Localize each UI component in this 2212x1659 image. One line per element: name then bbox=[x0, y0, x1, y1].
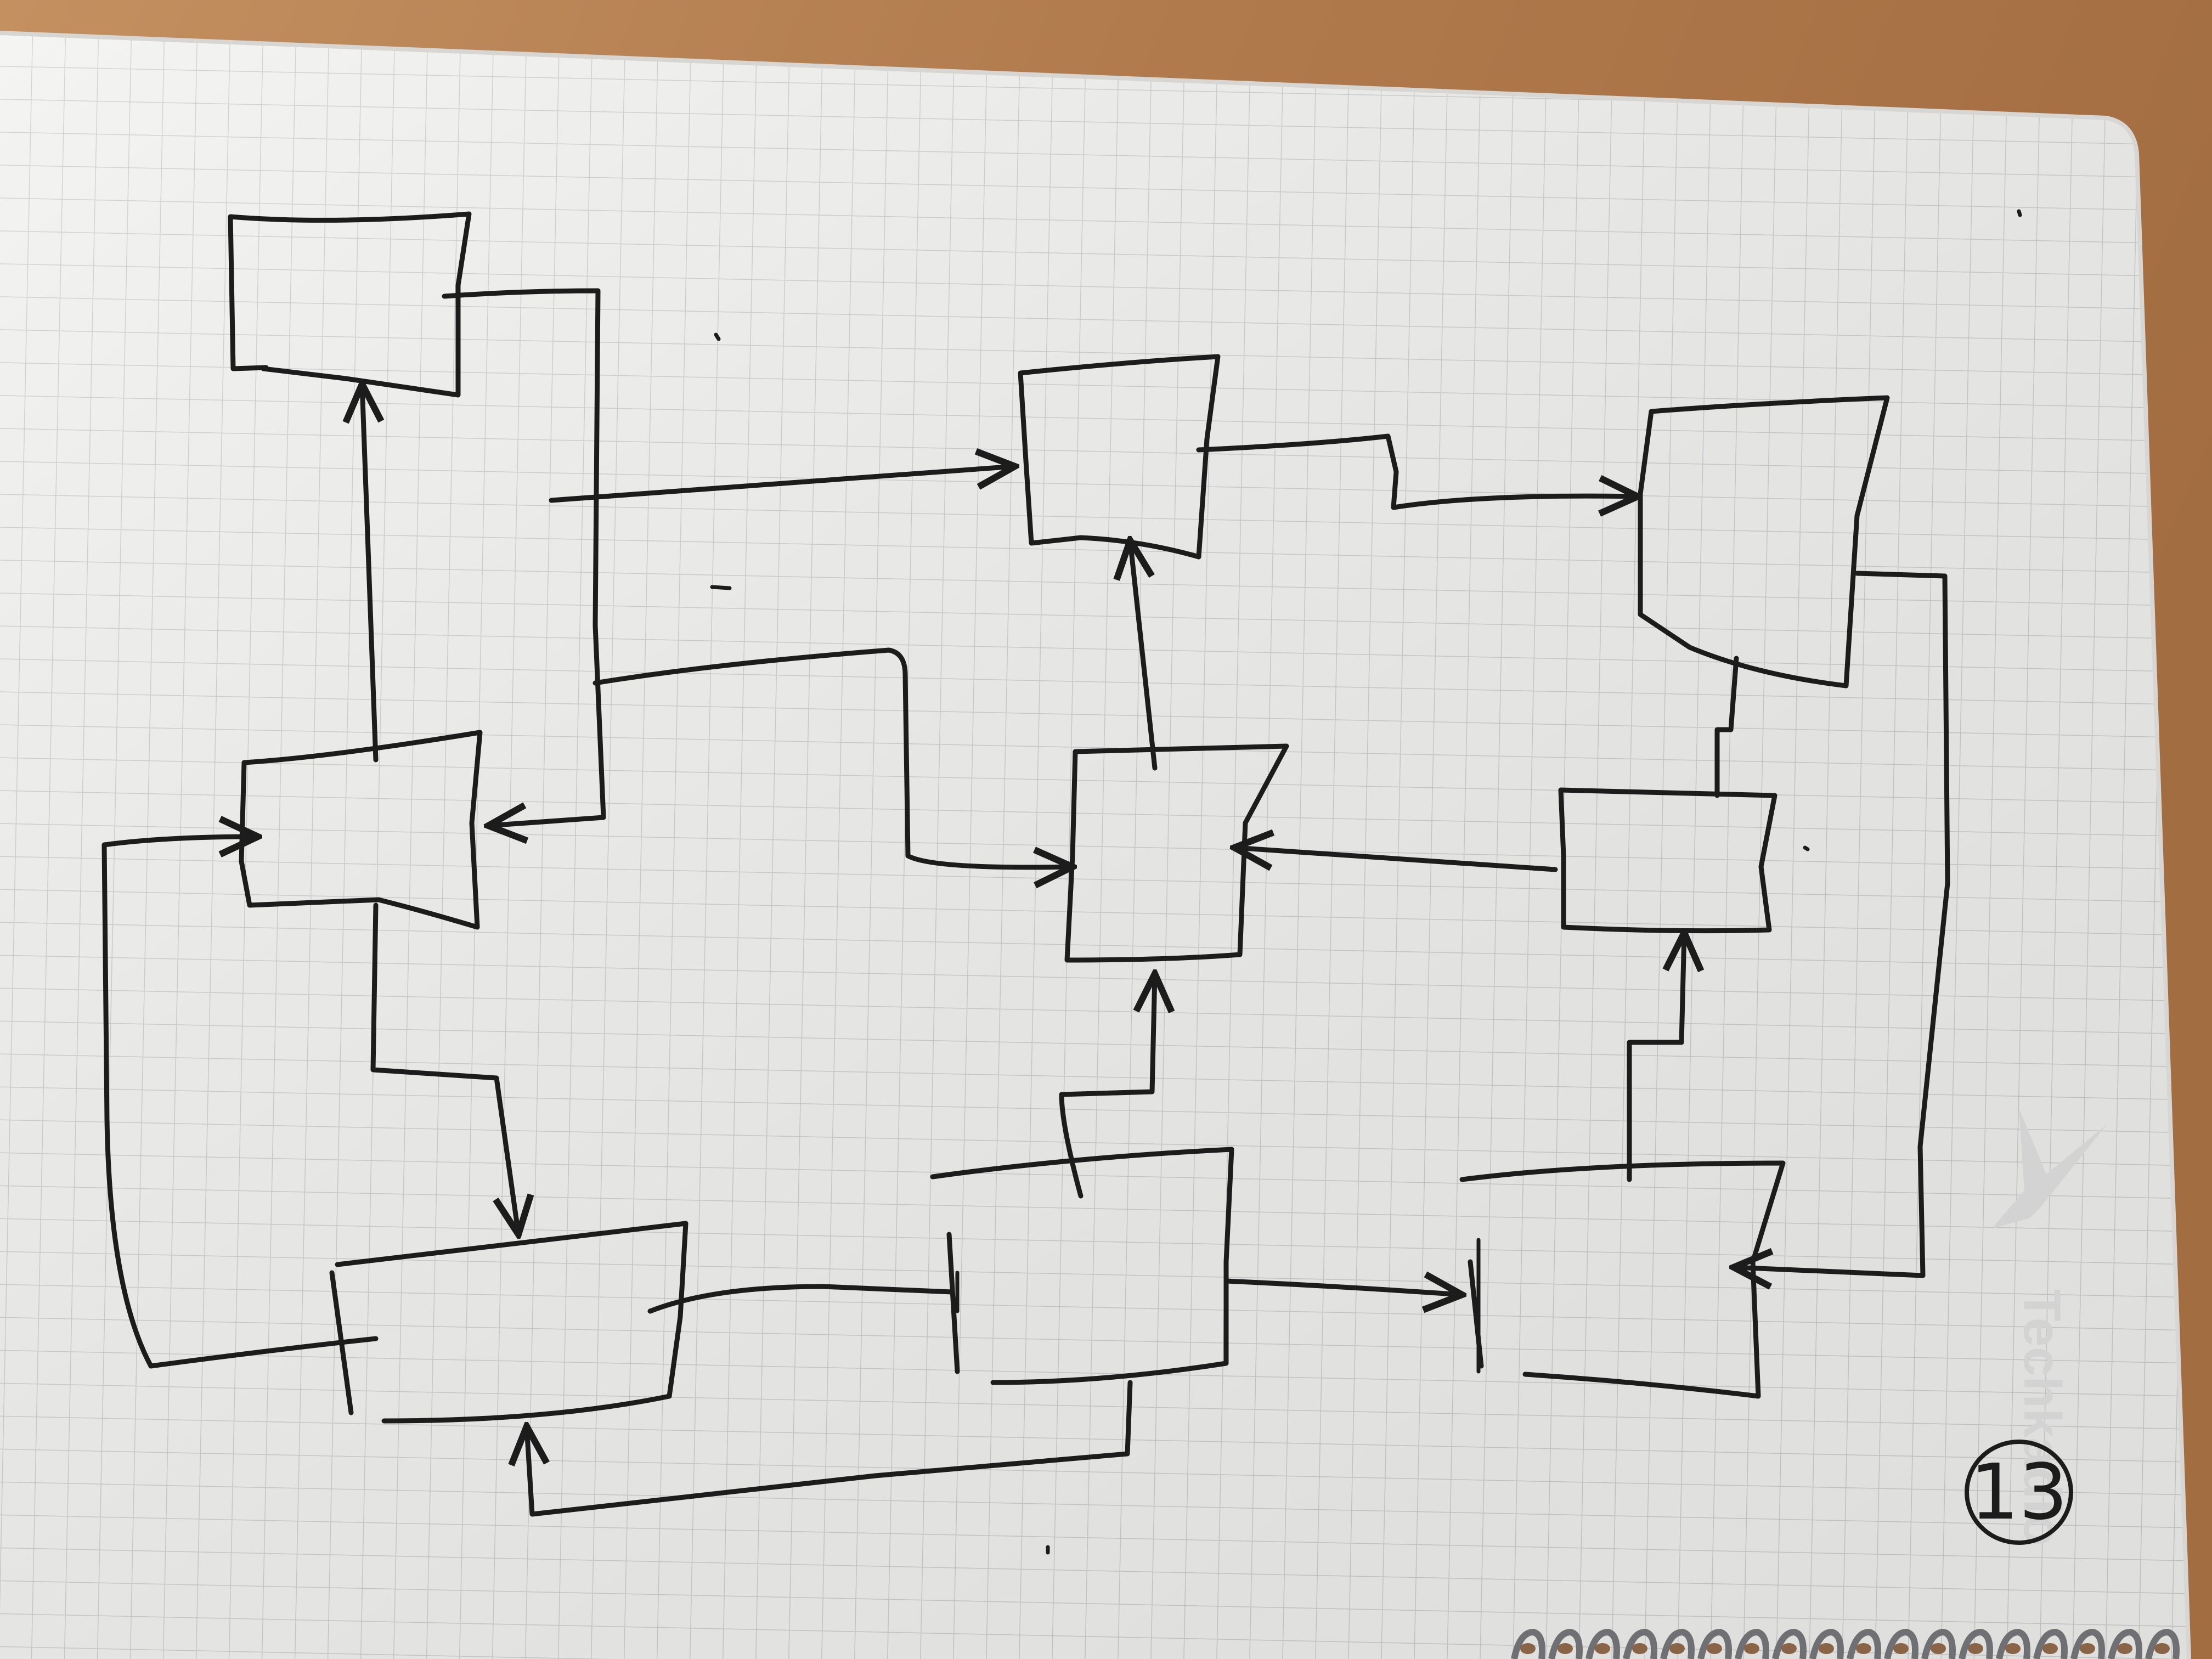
tick-mark bbox=[955, 854, 1566, 1374]
spiral-coil bbox=[1921, 1628, 1956, 1659]
spiral-coil bbox=[1585, 1628, 1620, 1659]
spiral-coil bbox=[1847, 1628, 1881, 1659]
stray-mark bbox=[710, 209, 2022, 1555]
box-top-right bbox=[1638, 395, 1890, 689]
box-bottom-center bbox=[930, 1147, 1234, 1385]
spiral-coil bbox=[2070, 1628, 2105, 1659]
flowchart bbox=[101, 209, 2022, 1555]
connector-15 bbox=[370, 902, 518, 1234]
spiral-coil bbox=[2145, 1628, 2180, 1659]
spiral-hole bbox=[1520, 1643, 1536, 1654]
spiral-coil bbox=[2108, 1628, 2142, 1659]
connector-1 bbox=[362, 384, 376, 763]
connector-8 bbox=[1714, 656, 1739, 798]
connector-9 bbox=[1734, 571, 1950, 1276]
page-number: 13 bbox=[1965, 1440, 2073, 1545]
spiral-hole bbox=[2117, 1643, 2132, 1654]
spiral-hole bbox=[1744, 1643, 1759, 1654]
box-top-center bbox=[1018, 354, 1221, 560]
spiral-coil bbox=[1959, 1628, 1993, 1659]
spiral-coil bbox=[1809, 1628, 1844, 1659]
spiral-hole bbox=[1781, 1643, 1797, 1654]
spiral-coil bbox=[1772, 1628, 1807, 1659]
spiral-coil bbox=[1548, 1628, 1583, 1659]
spiral-coil bbox=[1697, 1628, 1732, 1659]
connector-7 bbox=[1234, 848, 1558, 872]
spiral-coil bbox=[1623, 1628, 1657, 1659]
connector-12 bbox=[1223, 1281, 1462, 1295]
spiral-hole bbox=[1968, 1643, 1983, 1654]
box-mid-center bbox=[1064, 743, 1289, 963]
connector-10 bbox=[1059, 974, 1155, 1199]
spiral-coil bbox=[1660, 1628, 1695, 1659]
spiral-hole bbox=[1707, 1643, 1722, 1654]
watermark: Techkadio bbox=[1991, 1108, 2107, 1546]
spiral-coil bbox=[1884, 1628, 1918, 1659]
spiral-hole bbox=[2042, 1643, 2058, 1654]
bird-logo-icon bbox=[1991, 1108, 2107, 1229]
connector-11 bbox=[1627, 933, 1684, 1182]
spiral-coil bbox=[1996, 1628, 2030, 1659]
spiral-hole bbox=[1931, 1643, 1946, 1654]
paper-sheet bbox=[0, 31, 2191, 1659]
spiral-hole bbox=[2154, 1643, 2170, 1654]
connector-5 bbox=[1130, 540, 1158, 771]
connector-6 bbox=[1196, 433, 1638, 507]
connector-2 bbox=[442, 288, 606, 826]
box-mid-right bbox=[1558, 787, 1778, 934]
connector-14 bbox=[527, 1380, 1133, 1517]
connector-13 bbox=[647, 1284, 955, 1314]
spiral-coil bbox=[2033, 1628, 2068, 1659]
spiral-binding bbox=[1511, 1628, 2180, 1659]
connector-16 bbox=[101, 837, 379, 1369]
spiral-hole bbox=[1632, 1643, 1647, 1654]
spiral-hole bbox=[1669, 1643, 1685, 1654]
spiral-hole bbox=[1558, 1643, 1573, 1654]
spiral-hole bbox=[2005, 1643, 2021, 1654]
spiral-hole bbox=[1819, 1643, 1834, 1654]
connector-4 bbox=[592, 647, 1073, 867]
spiral-coil bbox=[1735, 1628, 1769, 1659]
box-mid-left bbox=[239, 730, 483, 930]
spiral-hole bbox=[1595, 1643, 1610, 1654]
spiral-hole bbox=[1856, 1643, 1871, 1654]
spiral-hole bbox=[2080, 1643, 2095, 1654]
connector-3 bbox=[549, 466, 1015, 503]
page-number-text: 13 bbox=[1970, 1448, 2068, 1537]
spiral-coil bbox=[1511, 1628, 1545, 1659]
watermark-text: Techkadio bbox=[2013, 1289, 2072, 1546]
spiral-hole bbox=[1893, 1643, 1909, 1654]
